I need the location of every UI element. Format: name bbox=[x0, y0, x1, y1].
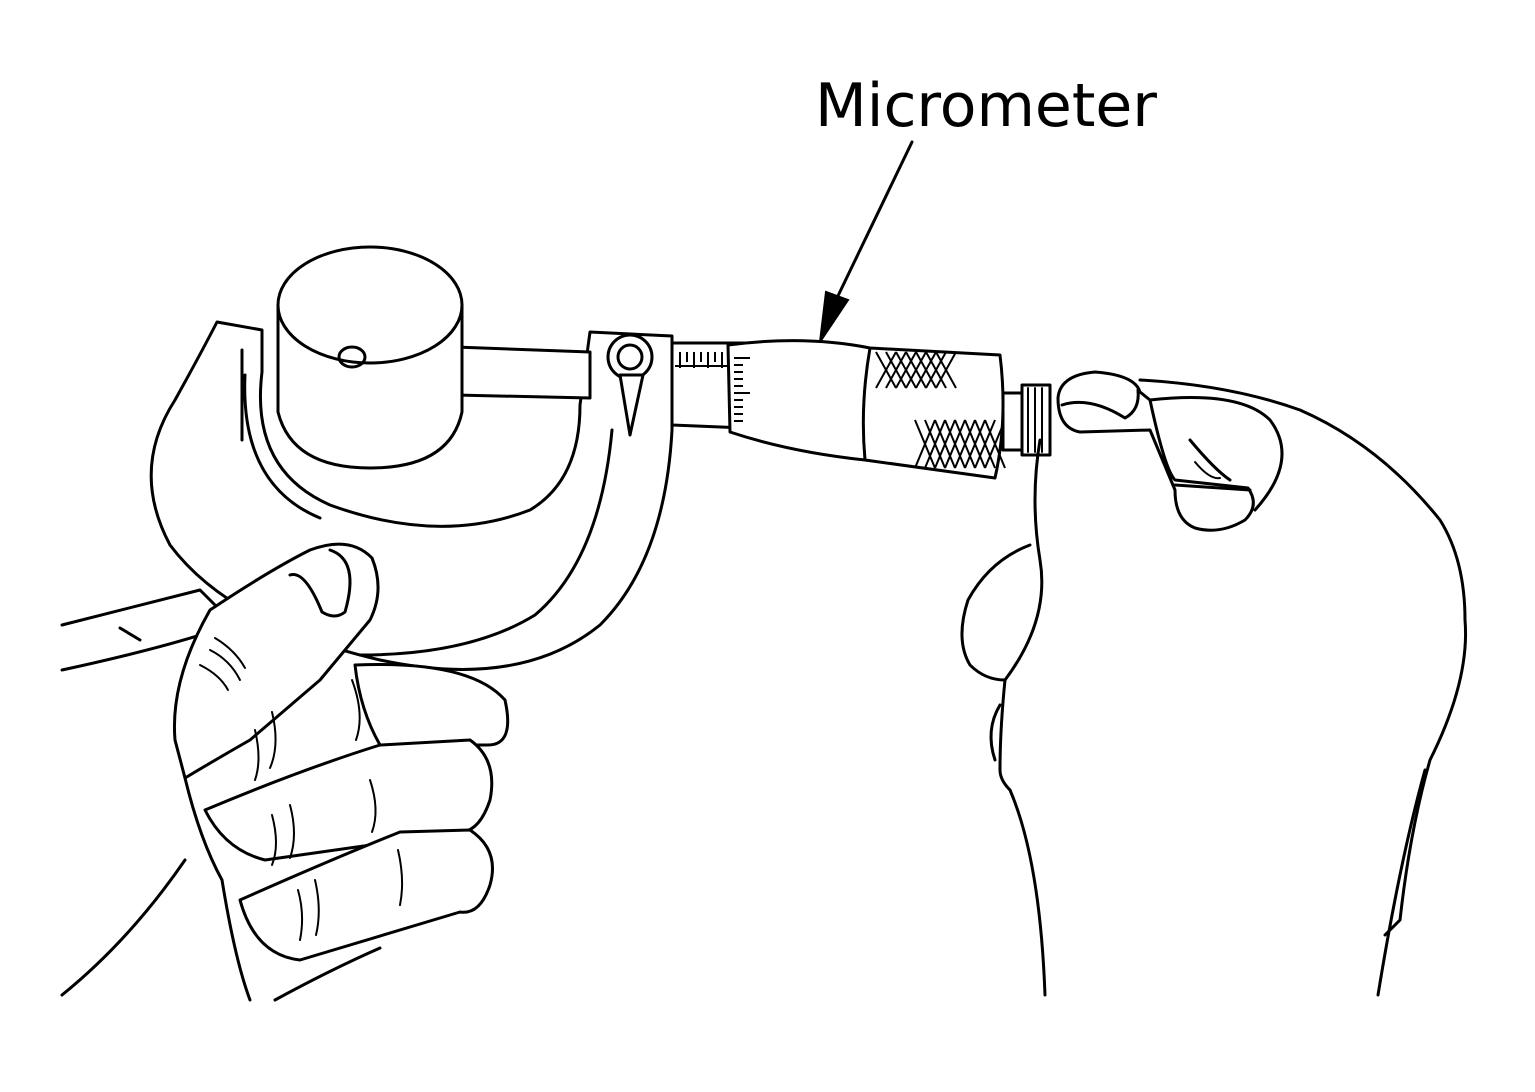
knurl-line bbox=[905, 351, 927, 389]
label-arrow bbox=[819, 140, 914, 343]
knurl-line bbox=[935, 351, 957, 389]
lock-lever bbox=[606, 333, 654, 437]
frame-bar bbox=[453, 345, 592, 400]
ratchet-stop bbox=[1001, 383, 1052, 457]
thimble bbox=[726, 339, 1006, 480]
knurl-line bbox=[924, 419, 946, 469]
knurl-line bbox=[964, 419, 986, 469]
knurl-line bbox=[954, 419, 976, 469]
right-hand bbox=[960, 370, 1468, 997]
micrometer-label: Micrometer bbox=[815, 71, 1157, 141]
knurl-line bbox=[885, 351, 907, 389]
knurl-line bbox=[895, 351, 917, 389]
knurl-line bbox=[915, 351, 937, 389]
left-hand bbox=[60, 542, 510, 1002]
knurl-line bbox=[875, 351, 897, 389]
workpiece-cylinder bbox=[276, 245, 464, 470]
knurl-line bbox=[974, 419, 996, 469]
knurl-line bbox=[934, 419, 956, 469]
knurl-line bbox=[925, 351, 947, 389]
knurl-line bbox=[914, 419, 936, 469]
knurl-line bbox=[944, 419, 966, 469]
